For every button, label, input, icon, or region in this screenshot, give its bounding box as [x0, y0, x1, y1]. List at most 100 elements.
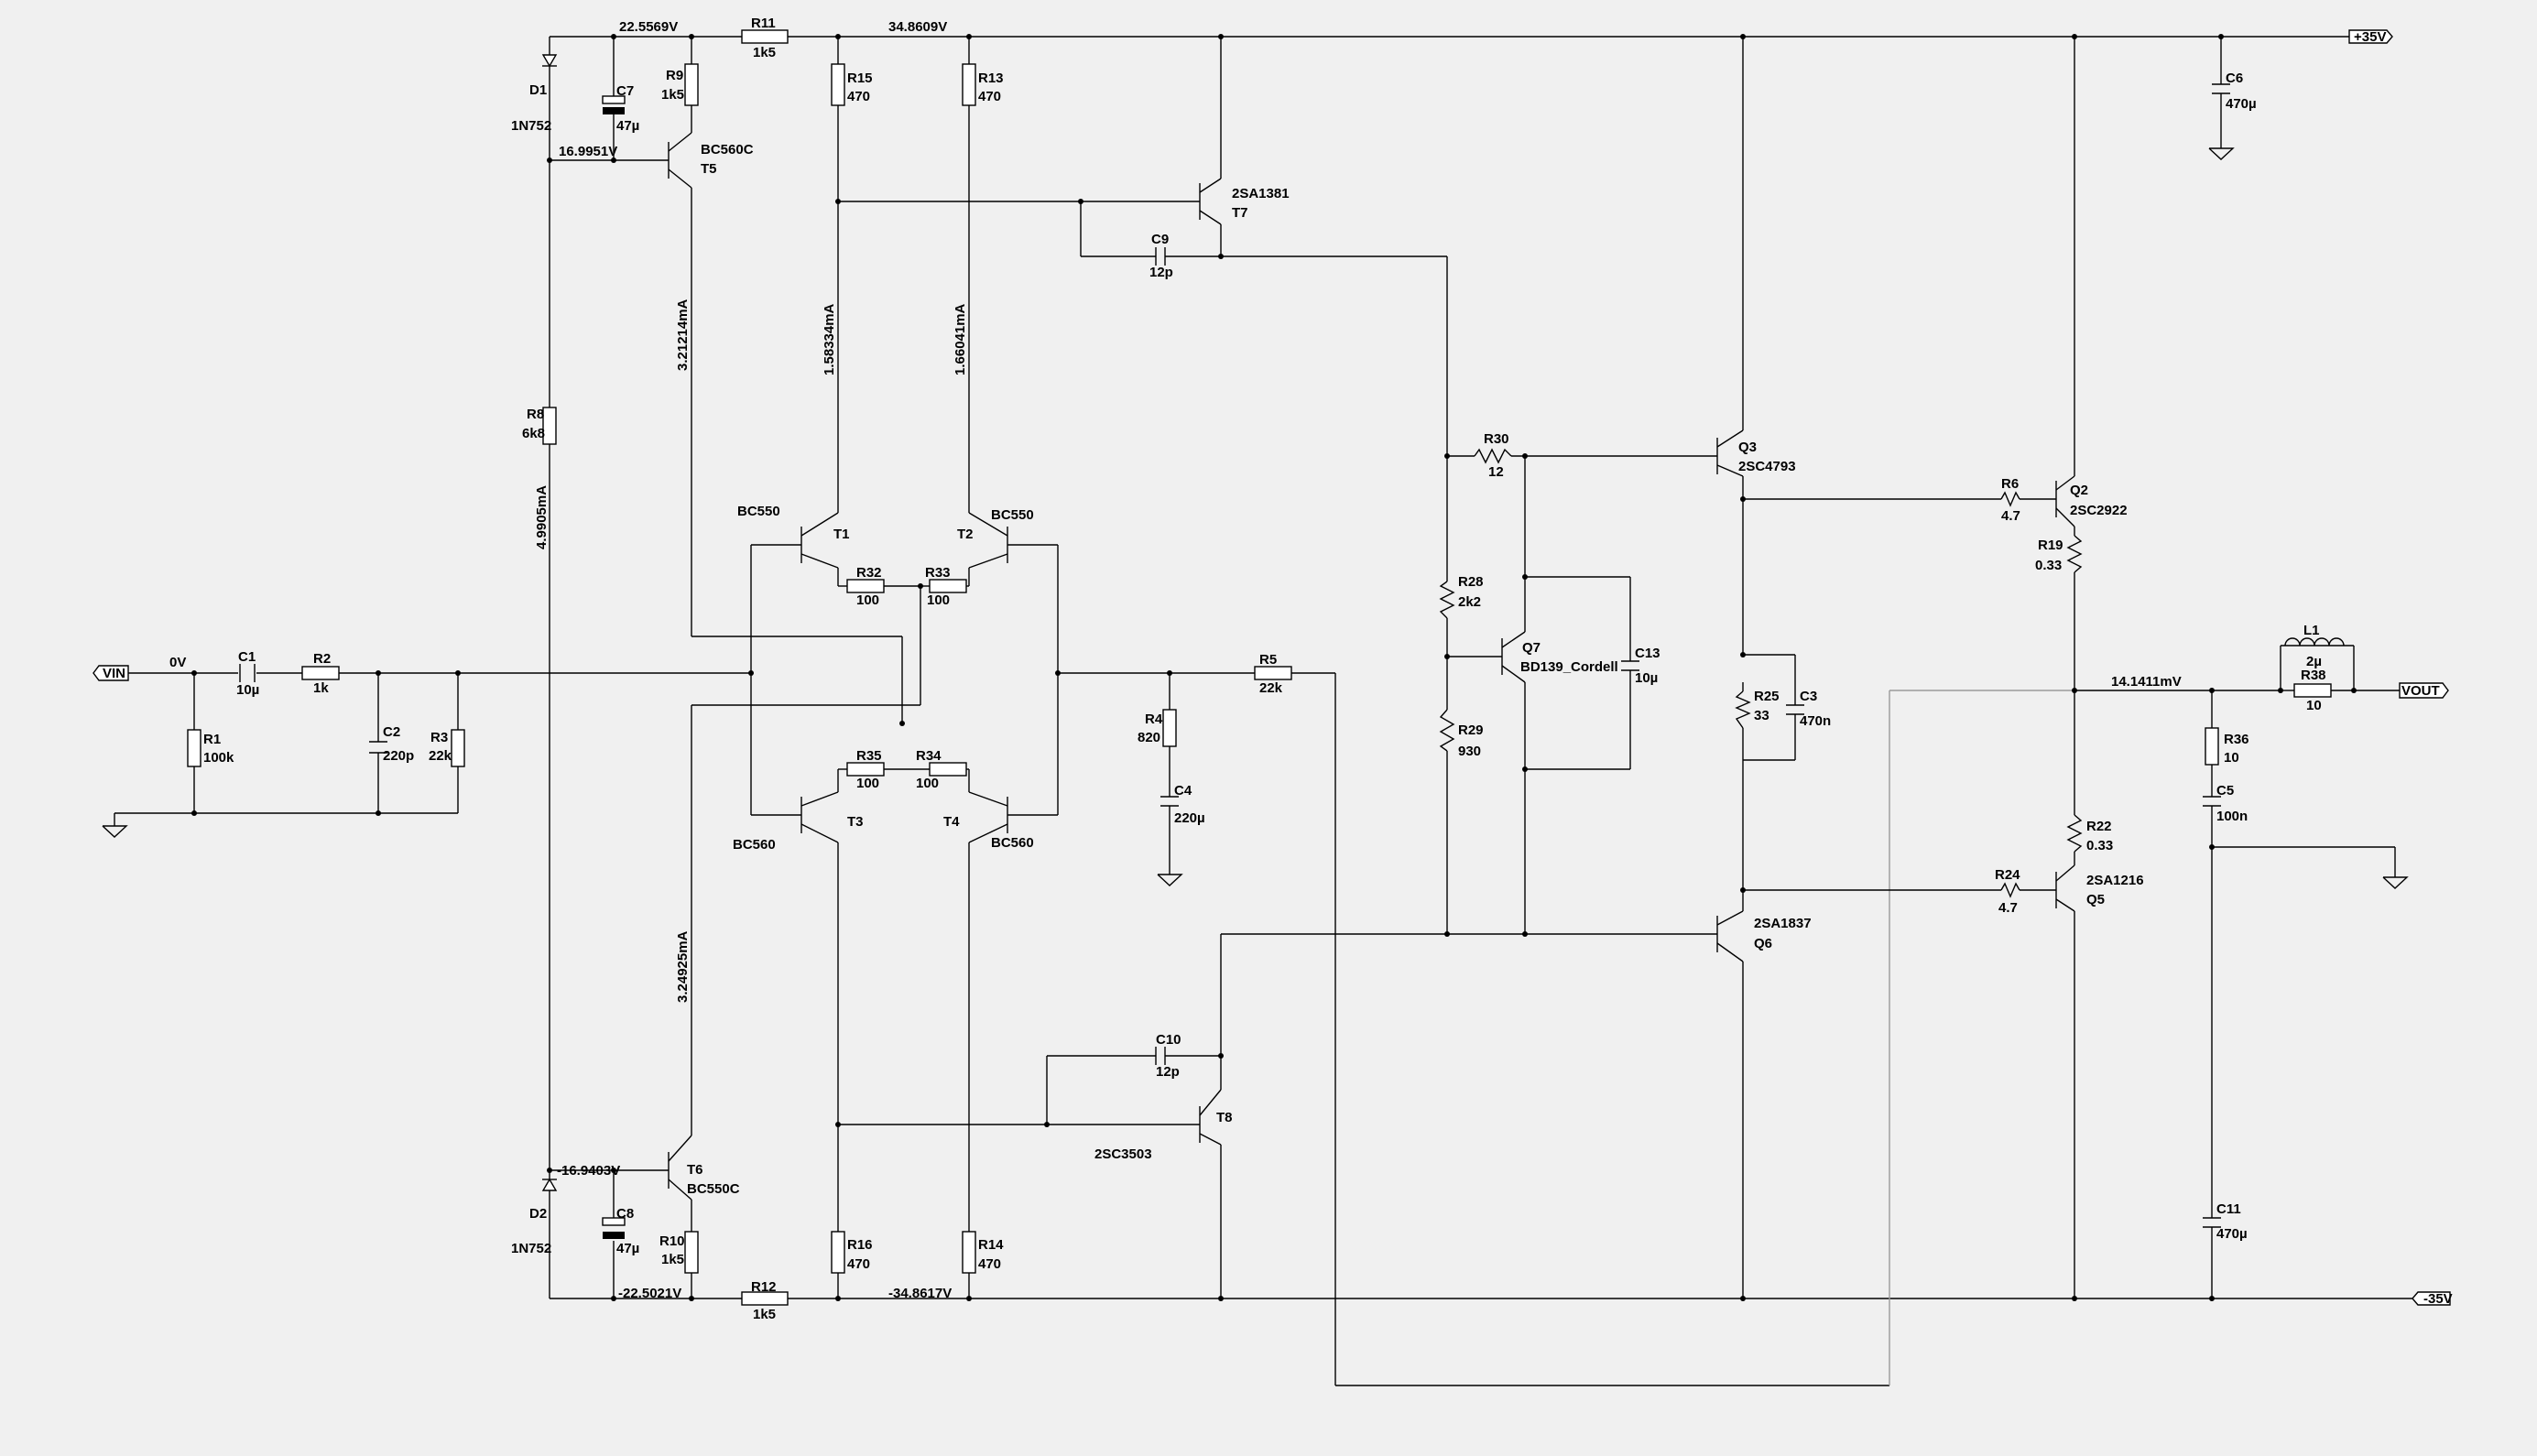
label-parts-r35: R35 [856, 748, 882, 764]
label-parts-r22: R22 [2086, 819, 2112, 834]
current-r13: 1.66041mA [953, 303, 968, 375]
resistor-r13 [962, 63, 976, 106]
label-parts-r16_val: 470 [847, 1256, 870, 1272]
label-parts-r5_val: 22k [1259, 680, 1283, 696]
port-flags [93, 29, 2451, 1306]
label-parts-r14_val: 470 [978, 1256, 1001, 1272]
label-parts-r6: R6 [2001, 476, 2019, 492]
resistor-r25 [1735, 690, 1751, 729]
label-parts-r22_val: 0.33 [2086, 838, 2113, 853]
label-parts-q6: 2SA1837 [1754, 916, 1812, 931]
resistor-r35 [846, 762, 885, 777]
node-m34v: -34.8617V [888, 1286, 952, 1301]
label-parts-r16: R16 [847, 1237, 873, 1253]
label-parts-r30_val: 12 [1488, 464, 1504, 480]
resistor-r11 [741, 29, 789, 44]
label-parts-q2_type: 2SC2922 [2070, 503, 2128, 518]
label-parts-r4_val: 820 [1138, 730, 1160, 745]
node-out: 14.1411mV [2111, 674, 2182, 690]
label-parts-r9_val: 1k5 [661, 87, 684, 103]
current-t6: 3.24925mA [675, 930, 691, 1003]
label-parts-r11_val: 1k5 [753, 45, 776, 60]
transistors [641, 132, 2075, 1201]
label-parts-q3_type: 2SC4793 [1738, 459, 1796, 474]
label-parts-q7: Q7 [1522, 640, 1541, 656]
label-parts-r15_val: 470 [847, 89, 870, 104]
label-parts-l1: L1 [2303, 623, 2320, 638]
label-parts-c13: C13 [1635, 646, 1660, 661]
junctions [191, 34, 2357, 1301]
label-parts-t2: T2 [957, 527, 974, 542]
resistor-r24 [2000, 882, 2020, 898]
node-34v: 34.8609V [888, 19, 947, 35]
resistor-r3 [451, 729, 465, 767]
label-parts-r32: R32 [856, 565, 882, 581]
label-parts-c3: C3 [1800, 689, 1817, 704]
label-parts-c4: C4 [1174, 783, 1192, 799]
label-parts-r35_val: 100 [856, 776, 879, 791]
label-parts-c5_val: 100n [2216, 809, 2248, 824]
label-parts-r8: R8 [527, 407, 544, 422]
resistor-r15 [831, 63, 845, 106]
label-parts-r6_val: 4.7 [2001, 508, 2020, 524]
label-parts-q7_type: BD139_Cordell [1520, 659, 1618, 675]
resistor-r10 [684, 1231, 699, 1274]
label-parts-d2_val: 1N752 [511, 1241, 551, 1256]
vout-label: VOUT [2401, 683, 2440, 699]
label-parts-c11: C11 [2216, 1201, 2241, 1217]
label-parts-r2_val: 1k [313, 680, 329, 696]
resistor-r12 [741, 1291, 789, 1306]
resistor-r29 [1439, 709, 1455, 752]
label-parts-t3: T3 [847, 814, 864, 830]
resistor-r32 [846, 579, 885, 593]
resistor-r8 [542, 407, 557, 445]
label-parts-r8_val: 6k8 [522, 426, 545, 441]
label-parts-r10_val: 1k5 [661, 1252, 684, 1267]
label-parts-d2: D2 [529, 1206, 547, 1222]
label-parts-q5: Q5 [2086, 892, 2105, 907]
label-parts-c10_val: 12p [1156, 1064, 1180, 1080]
label-parts-r11: R11 [751, 16, 776, 31]
resistor-r16 [831, 1231, 845, 1274]
resistor-r6 [2000, 491, 2020, 507]
label-parts-q3: Q3 [1738, 440, 1757, 455]
label-parts-r25_val: 33 [1754, 708, 1769, 723]
vminus-label: -35V [2423, 1291, 2453, 1307]
label-parts-r1: R1 [203, 732, 221, 747]
zigzag-resistors [1439, 448, 2219, 898]
label-parts-r25: R25 [1754, 689, 1780, 704]
label-parts-c8: C8 [616, 1206, 634, 1222]
current-t5: 3.21214mA [675, 299, 691, 371]
labels: VIN +35V -35V VOUT 0V 22.5569V 34.8609V … [103, 16, 2453, 1322]
label-parts-t6_type: BC550C [687, 1181, 740, 1197]
label-parts-t8: T8 [1216, 1110, 1233, 1125]
label-parts-t8_type: 2SC3503 [1094, 1146, 1152, 1162]
label-parts-t7: T7 [1232, 205, 1248, 221]
resistor-r22 [2066, 814, 2083, 853]
label-parts-r13: R13 [978, 71, 1004, 86]
resistor-r14 [962, 1231, 976, 1274]
label-parts-r30: R30 [1484, 431, 1509, 447]
wires [114, 36, 2418, 1386]
label-parts-c1: C1 [238, 649, 256, 665]
node-22v: 22.5569V [619, 19, 678, 35]
label-parts-c2: C2 [383, 724, 400, 740]
label-parts-r1_val: 100k [203, 750, 234, 766]
label-parts-c11_val: 470µ [2216, 1226, 2248, 1242]
label-parts-r38_val: 10 [2306, 698, 2322, 713]
label-parts-r9: R9 [666, 68, 683, 83]
label-parts-q6_name: Q6 [1754, 936, 1772, 951]
label-parts-r28_val: 2k2 [1458, 594, 1481, 610]
resistors [187, 29, 2332, 1306]
label-parts-r19: R19 [2038, 538, 2063, 553]
current-r8: 4.9905mA [534, 485, 550, 549]
label-parts-d1: D1 [529, 82, 547, 98]
node-m16v: -16.9403V [557, 1163, 620, 1179]
label-parts-r32_val: 100 [856, 592, 879, 608]
label-parts-c13_val: 10µ [1635, 670, 1658, 686]
label-parts-t1_type: BC550 [737, 504, 780, 519]
label-parts-r33_val: 100 [927, 592, 950, 608]
label-parts-r29: R29 [1458, 723, 1484, 738]
label-parts-r28: R28 [1458, 574, 1484, 590]
